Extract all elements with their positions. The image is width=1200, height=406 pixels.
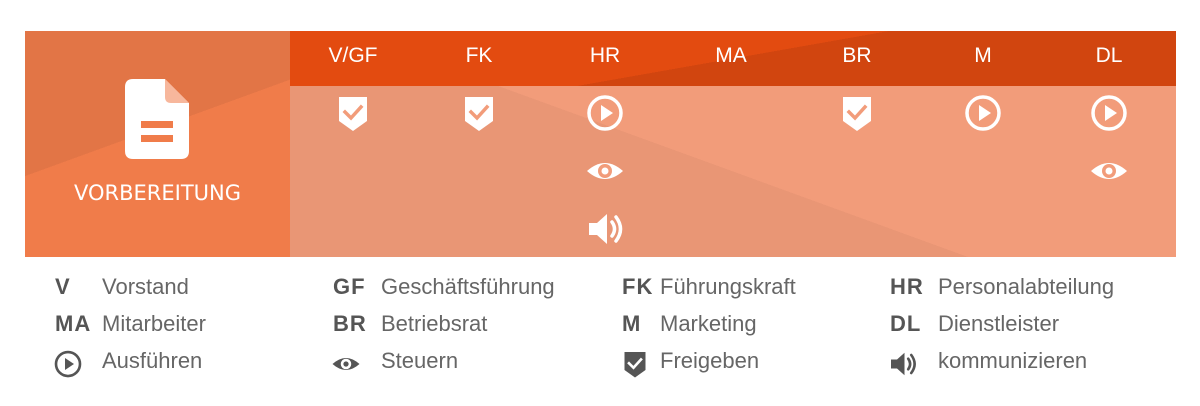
eye-icon <box>585 151 625 191</box>
legend-abbr: HR <box>890 274 924 299</box>
document-icon <box>125 79 189 159</box>
legend-text: kommunizieren <box>938 348 1088 373</box>
column-ma: MA <box>668 31 794 257</box>
legend-text: Mitarbeiter <box>102 311 206 336</box>
shield-check-icon <box>459 93 499 133</box>
legend-abbr: FK <box>622 274 654 299</box>
column-label: BR <box>842 44 872 67</box>
eye-icon <box>331 349 361 379</box>
column-hr: HR <box>542 31 668 257</box>
column-fk: FK <box>416 31 542 257</box>
column-label: DL <box>1095 44 1123 67</box>
responsibility-matrix: V/GF FK HR MA BR M DL <box>290 31 1176 257</box>
raci-panel: VORBEREITUNG V/GF FK HR MA BR M DL <box>25 31 1176 257</box>
play-circle-icon <box>1089 93 1129 133</box>
stage-title: VORBEREITUNG <box>73 181 242 205</box>
speaker-icon <box>585 209 625 249</box>
column-v-gf: V/GF <box>290 31 416 257</box>
matrix-header <box>290 31 1176 86</box>
eye-icon <box>1089 151 1129 191</box>
legend-text: Ausführen <box>102 348 203 373</box>
legend-text: Marketing <box>660 311 757 336</box>
play-circle-icon <box>963 93 1003 133</box>
column-label: MA <box>715 44 747 67</box>
legend-abbr: DL <box>890 311 922 336</box>
legend-text: Steuern <box>381 348 459 373</box>
legend-abbr: MA <box>55 311 92 336</box>
legend-text: Vorstand <box>102 274 189 299</box>
shield-check-icon <box>837 93 877 133</box>
legend-abbr: M <box>622 311 642 336</box>
legend-text: Dienstleister <box>938 311 1060 336</box>
legend-text: Freigeben <box>660 348 760 373</box>
shield-check-icon <box>620 349 650 379</box>
legend-abbr: GF <box>333 274 366 299</box>
column-label: FK <box>465 44 493 67</box>
legend-text: Betriebsrat <box>381 311 488 336</box>
legend-text: Personalabteilung <box>938 274 1115 299</box>
column-dl: DL <box>1046 31 1172 257</box>
legend-abbr: BR <box>333 311 367 336</box>
play-circle-icon <box>53 349 83 379</box>
column-label: V/GF <box>328 44 378 67</box>
legend-text: Führungskraft <box>660 274 796 299</box>
shield-check-icon <box>333 93 373 133</box>
column-label: M <box>974 44 992 67</box>
legend-text: Geschäftsführung <box>381 274 555 299</box>
column-m: M <box>920 31 1046 257</box>
column-br: BR <box>794 31 920 257</box>
play-circle-icon <box>585 93 625 133</box>
stage-block: VORBEREITUNG <box>25 31 290 257</box>
speaker-icon <box>888 349 918 379</box>
legend-abbr: V <box>55 274 71 299</box>
column-label: HR <box>589 44 621 67</box>
